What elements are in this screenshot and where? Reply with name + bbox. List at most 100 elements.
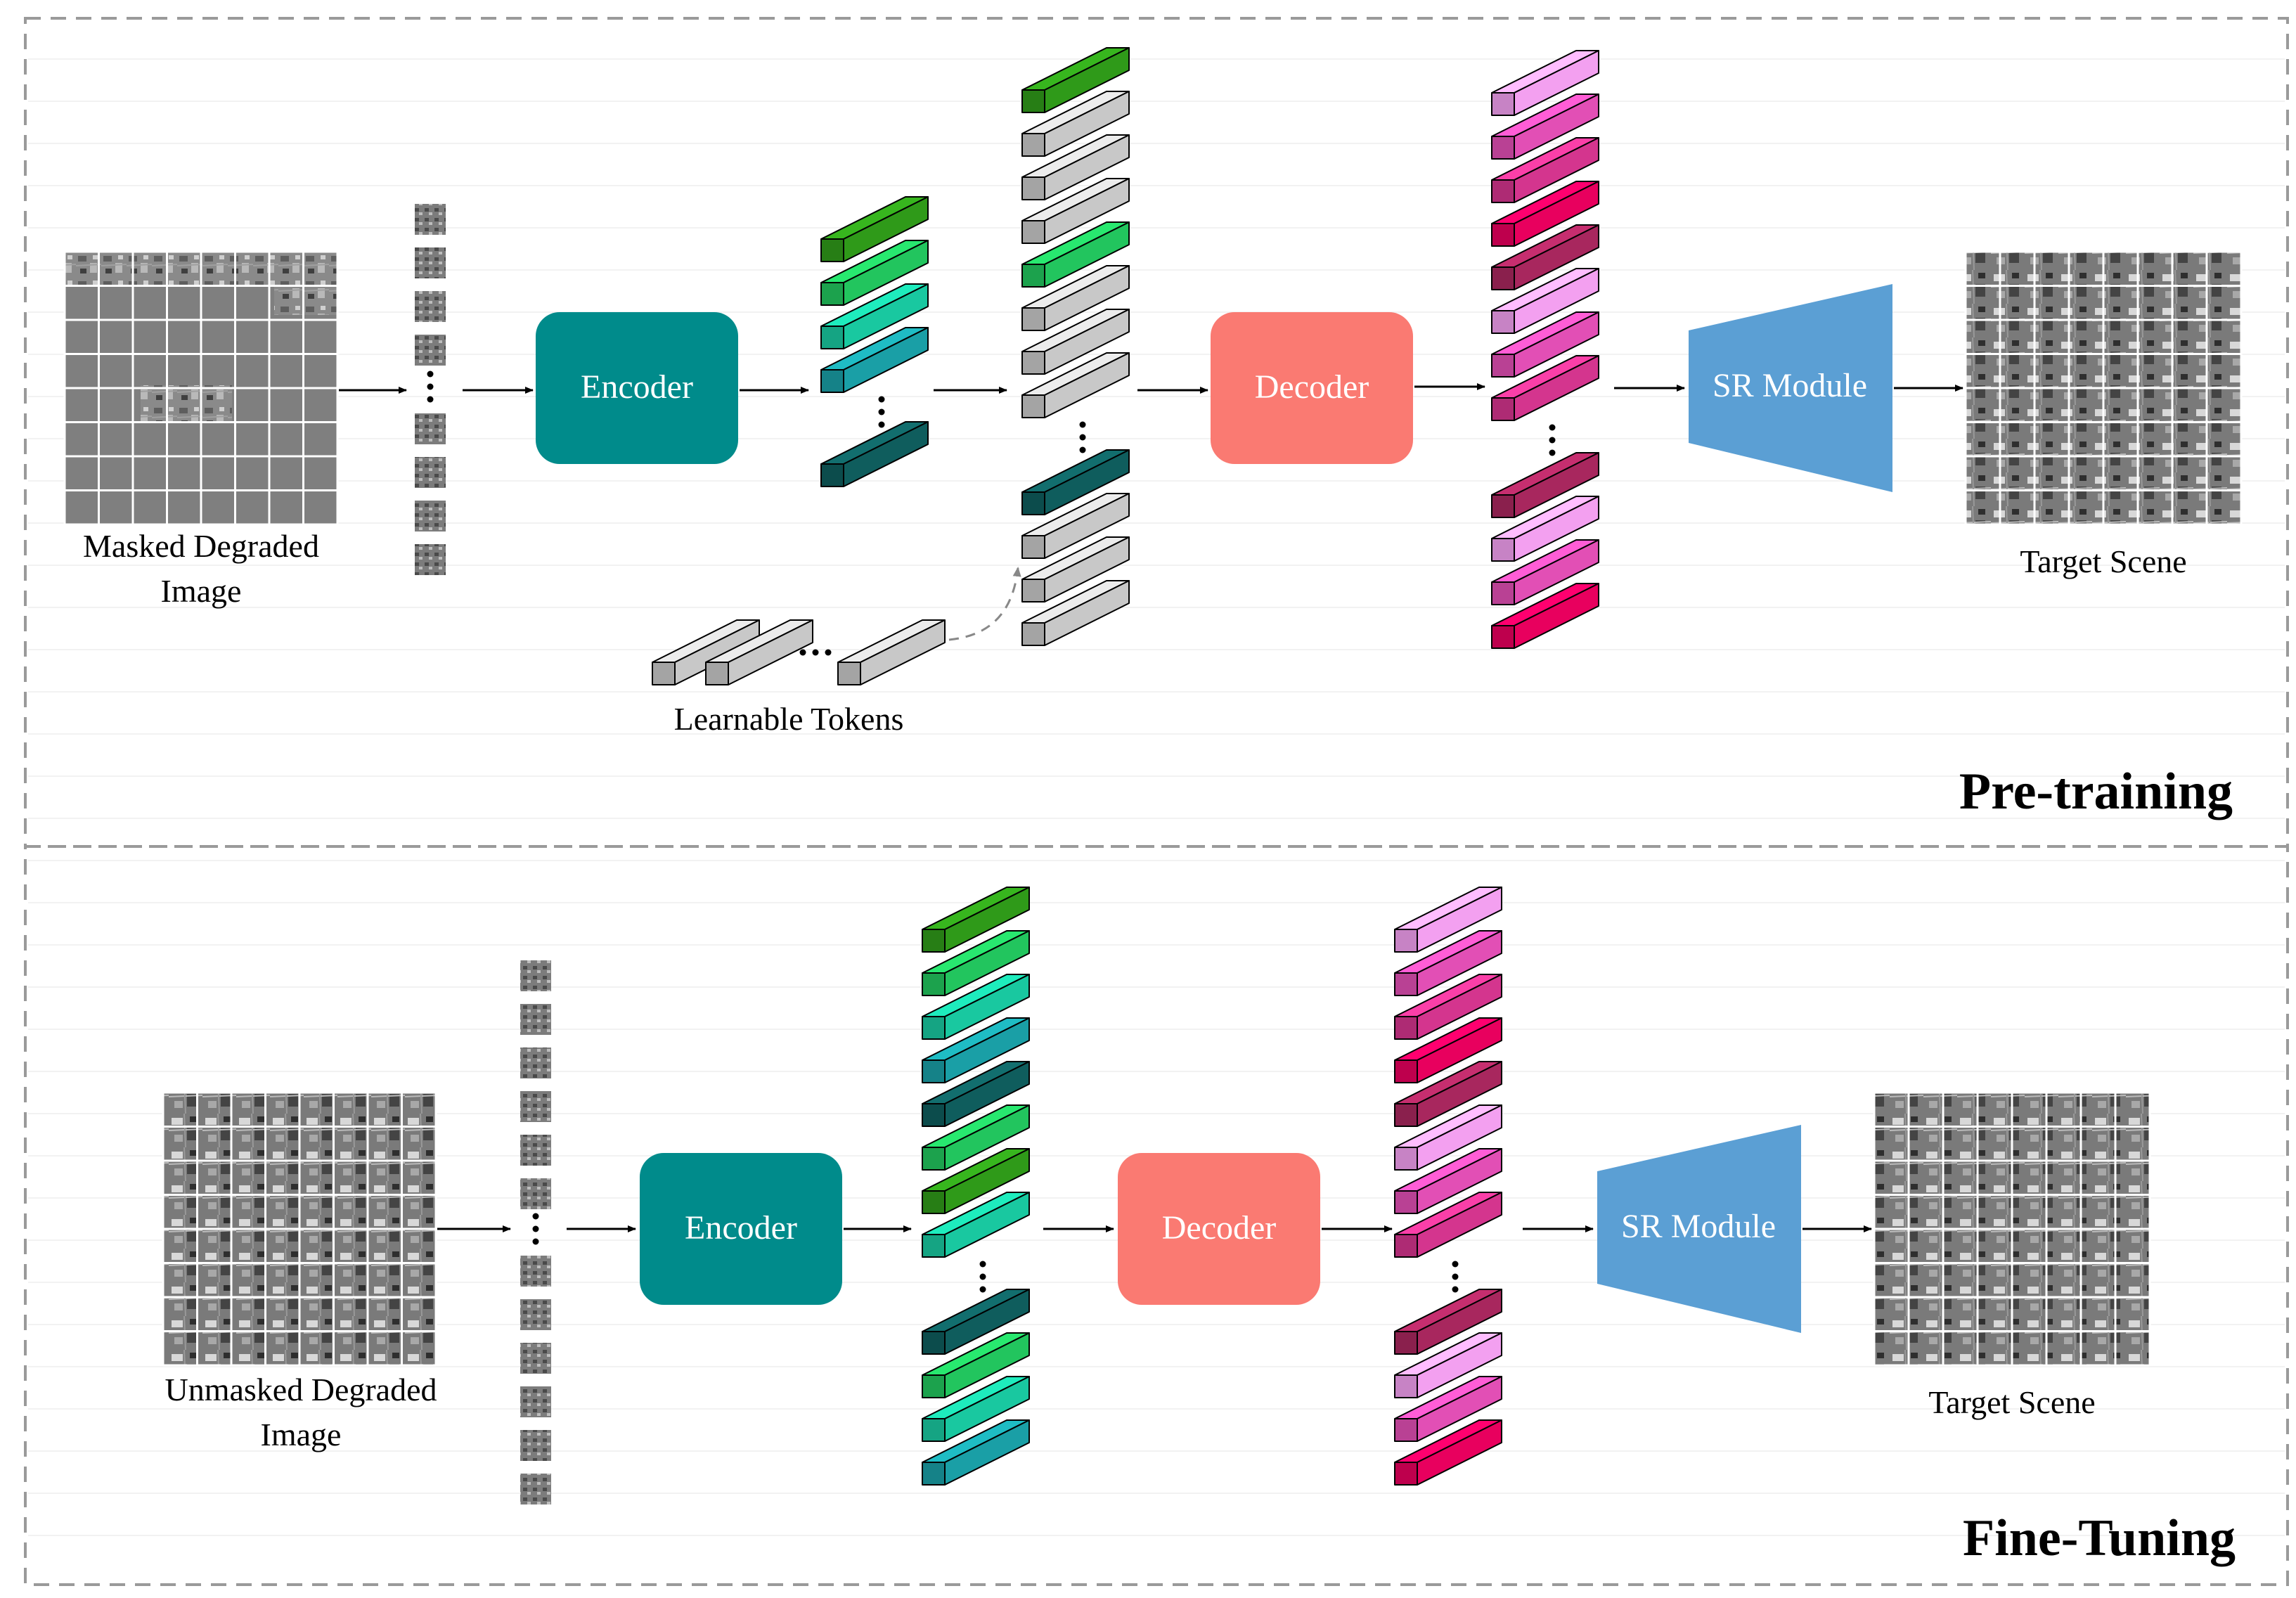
merged-token: [1021, 91, 1130, 157]
encoder-block: Encoder: [536, 312, 738, 464]
image-patch: [520, 1299, 551, 1330]
image-patch: [415, 457, 446, 488]
merged-token: [1021, 580, 1130, 646]
ellipsis-dots: [427, 370, 434, 403]
encoder-token: [820, 283, 929, 349]
encoder-token: [820, 240, 929, 306]
unmasked-image-label-line2: Image: [261, 1417, 342, 1452]
merged-token: [1021, 449, 1130, 515]
encoder-token: [922, 1289, 1030, 1355]
decoder-token: [1491, 181, 1599, 247]
decoder-token: [1394, 1376, 1502, 1442]
encoder-token: [820, 421, 929, 487]
encoder-token: [922, 1376, 1030, 1442]
decoder-token: [1491, 539, 1599, 605]
encoder-token: [820, 196, 929, 262]
image-patch: [520, 1474, 551, 1504]
learnable-tokens-label: Learnable Tokens: [674, 701, 904, 737]
ellipsis-dots: [1079, 421, 1086, 453]
learnable-token: [705, 619, 813, 685]
patch-sequence: [520, 960, 551, 1504]
unmasked-image-label-line1: Unmasked Degraded: [165, 1372, 437, 1407]
merged-token: [1021, 134, 1130, 200]
sr-module-block: SR Module: [1689, 284, 1892, 492]
merged-token: [1021, 178, 1130, 244]
decoder-token: [1394, 1332, 1502, 1398]
image-patch: [415, 247, 446, 278]
encoder-token: [820, 327, 929, 393]
encoder-token: [922, 930, 1030, 996]
image-patch: [520, 1178, 551, 1209]
decoder-token: [1491, 50, 1599, 116]
decoder-token: [1394, 1419, 1502, 1486]
ellipsis-dots: [1549, 424, 1556, 456]
image-patch: [520, 960, 551, 991]
merged-token: [1021, 309, 1130, 375]
encoder-label: Encoder: [581, 368, 693, 406]
encoder-token: [922, 1148, 1030, 1214]
decoder-token: [1394, 930, 1502, 996]
image-patch: [520, 1135, 551, 1166]
encoder-token: [922, 887, 1030, 953]
ellipsis-dots: [1452, 1261, 1459, 1293]
target-scene-label: Target Scene: [1928, 1384, 2095, 1420]
decoder-token: [1491, 94, 1599, 160]
decoder-token: [1394, 1192, 1502, 1258]
encoder-block: Encoder: [640, 1153, 842, 1305]
image-patch: [520, 1048, 551, 1078]
decoder-block: Decoder: [1118, 1153, 1320, 1305]
decoder-token: [1491, 311, 1599, 378]
finetuning-frame: [24, 845, 2289, 1586]
merged-token: [1021, 352, 1130, 418]
learnable-token-row: [652, 619, 946, 685]
decoder-token: [1394, 1148, 1502, 1214]
encoder-label: Encoder: [685, 1209, 797, 1246]
image-patch: [415, 335, 446, 366]
decoder-token: [1491, 268, 1599, 334]
masked-degraded-image: [63, 250, 339, 526]
decoder-token: [1491, 355, 1599, 421]
encoder-token: [922, 1419, 1030, 1486]
merged-token: [1021, 493, 1130, 559]
unmasked-degraded-image: [162, 1091, 437, 1367]
pretraining-section: Masked Degraded Image Encoder Decoder: [63, 47, 2243, 820]
patch-sequence: [415, 204, 446, 575]
masked-image-label-line1: Masked Degraded: [83, 528, 319, 564]
decoder-token: [1394, 1017, 1502, 1083]
encoder-token: [922, 1192, 1030, 1258]
sr-module-label: SR Module: [1713, 367, 1867, 404]
encoder-token: [922, 1017, 1030, 1083]
decoder-token: [1491, 496, 1599, 562]
decoder-token: [1491, 583, 1599, 649]
ellipsis-dots: [878, 396, 885, 428]
image-patch: [520, 1091, 551, 1122]
image-patch: [520, 1256, 551, 1287]
image-patch: [520, 1430, 551, 1461]
merged-token: [1021, 265, 1130, 331]
decoder-token: [1394, 887, 1502, 953]
finetuning-section: Unmasked Degraded Image Encoder Decoder …: [162, 887, 2236, 1567]
image-patch: [415, 413, 446, 444]
image-patch: [415, 204, 446, 235]
target-scene-image: [1873, 1091, 2151, 1367]
decoder-token: [1394, 1061, 1502, 1127]
merged-token-stack: [1021, 47, 1130, 646]
image-patch: [415, 544, 446, 575]
target-scene-label: Target Scene: [2020, 543, 2186, 579]
merged-token: [1021, 47, 1130, 113]
ellipsis-dots: [979, 1261, 986, 1293]
decoder-token: [1394, 1104, 1502, 1171]
decoder-label: Decoder: [1162, 1209, 1277, 1246]
sr-module-label: SR Module: [1621, 1208, 1776, 1245]
decoder-token: [1394, 974, 1502, 1040]
pretraining-frame: [24, 17, 2289, 848]
masked-image-label-line2: Image: [161, 573, 242, 609]
decoder-token: [1491, 224, 1599, 290]
learnable-token: [837, 619, 946, 685]
merged-token: [1021, 536, 1130, 603]
decoder-block: Decoder: [1211, 312, 1413, 464]
decoder-token-stack: [1394, 887, 1502, 1486]
decoder-token: [1491, 137, 1599, 203]
target-scene-image: [1964, 250, 2243, 526]
